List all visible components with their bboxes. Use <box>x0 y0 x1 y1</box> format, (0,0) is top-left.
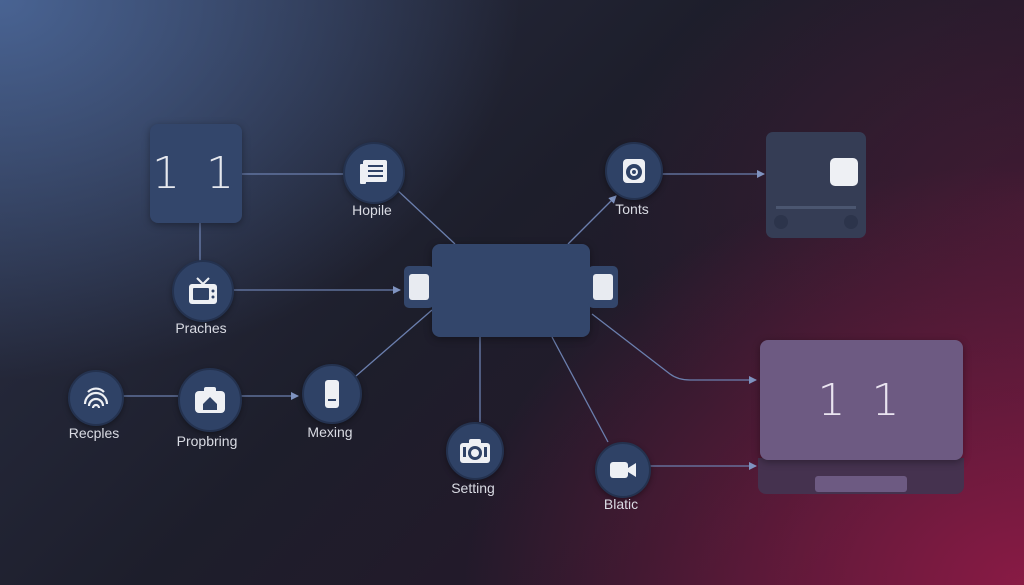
node-label-blatic: Blatic <box>603 496 639 512</box>
speaker-icon <box>623 159 645 183</box>
display-screen-bottom-right[interactable]: 1 1 <box>760 340 963 460</box>
node-tonts[interactable] <box>605 142 663 200</box>
phone-icon <box>325 380 339 408</box>
node-mexing[interactable] <box>302 364 362 424</box>
fingerprint-icon <box>83 387 109 409</box>
port-tab-icon <box>593 274 613 300</box>
device-divider <box>776 206 856 209</box>
hub-left-port <box>404 266 434 308</box>
node-blatic[interactable] <box>595 442 651 498</box>
node-hopile[interactable] <box>343 142 405 204</box>
node-recples[interactable] <box>68 370 124 426</box>
node-label-mexing: Mexing <box>307 424 353 440</box>
node-label-praches: Praches <box>175 320 227 336</box>
screen-value: 1 1 <box>817 374 906 426</box>
node-label-tonts: Tonts <box>615 201 649 217</box>
device-button-icon <box>830 158 858 186</box>
node-label-hopile: Hopile <box>352 202 392 218</box>
device-knob-icon <box>774 215 788 229</box>
link-hub-blatic <box>551 336 609 443</box>
camera-home-icon <box>195 387 225 413</box>
camera-icon <box>460 439 490 463</box>
link-mexing-hub <box>355 309 433 377</box>
link-hub-tonts <box>567 195 617 245</box>
hub-right-port <box>588 266 618 308</box>
port-tab-icon <box>409 274 429 300</box>
display-box-top-left[interactable]: 1 1 <box>150 124 242 223</box>
node-label-propbring: Propbring <box>176 433 238 449</box>
device-knob-icon <box>844 215 858 229</box>
link-hub-screen <box>591 313 757 384</box>
video-camera-icon <box>610 462 636 478</box>
node-label-setting: Setting <box>451 480 495 496</box>
display-value: 1 1 <box>152 148 240 199</box>
node-propbring[interactable] <box>178 368 242 432</box>
link-hopile-hub <box>394 187 456 245</box>
tv-icon <box>189 277 217 304</box>
document-icon <box>360 160 387 184</box>
central-hub[interactable] <box>432 244 590 337</box>
device-box-top-right[interactable] <box>766 132 866 238</box>
node-label-recples: Recples <box>68 425 120 441</box>
node-setting[interactable] <box>446 422 504 480</box>
node-praches[interactable] <box>172 260 234 322</box>
screen-stand <box>815 476 907 492</box>
